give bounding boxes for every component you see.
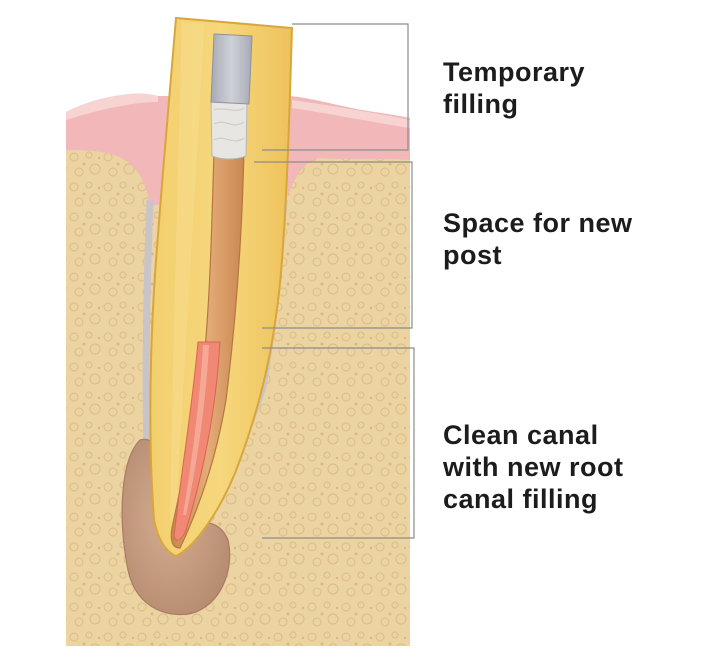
- label-line: Space for new: [443, 208, 633, 238]
- temporary-filling: [210, 33, 253, 105]
- bracket-temporary-filling: [262, 23, 409, 151]
- root-canal-filling: [173, 341, 221, 541]
- label-line: with new root: [443, 452, 624, 482]
- label-temporary-filling: Temporary filling: [443, 56, 585, 120]
- label-line: canal filling: [443, 484, 599, 514]
- label-clean-canal: Clean canal with new root canal filling: [443, 419, 623, 515]
- leader-lines: [254, 23, 415, 539]
- label-line: Temporary: [443, 57, 586, 87]
- label-space-for-new-post: Space for new post: [443, 207, 633, 271]
- bracket-space-for-new-post: [254, 161, 413, 329]
- label-line: filling: [443, 89, 519, 119]
- label-line: Clean canal: [443, 420, 599, 450]
- label-line: post: [443, 240, 502, 270]
- cotton-pellet: [210, 101, 248, 160]
- bracket-clean-canal: [262, 347, 415, 539]
